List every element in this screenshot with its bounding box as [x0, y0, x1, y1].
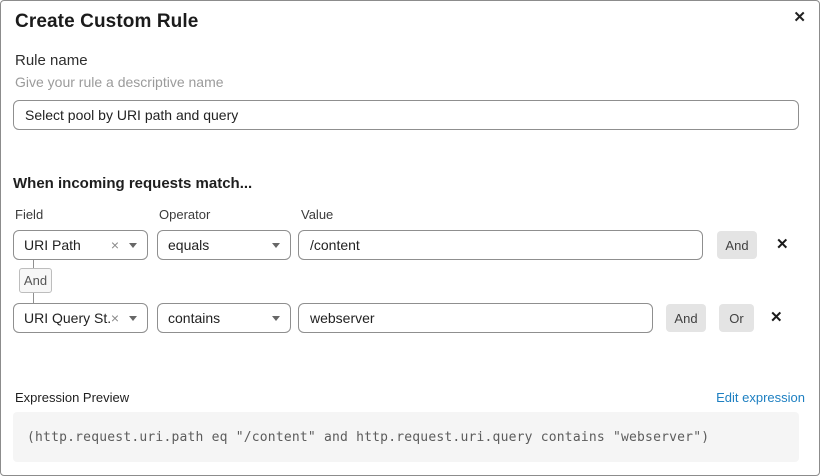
chevron-down-icon [129, 242, 137, 248]
and-connector-badge: And [19, 268, 52, 293]
operator-select-row2[interactable]: contains [157, 303, 291, 333]
clear-icon[interactable]: × [110, 237, 119, 253]
field-select-row2[interactable]: URI Query St... × [13, 303, 148, 333]
value-input-row1[interactable] [298, 230, 703, 260]
field-select-row1-value: URI Path [24, 237, 81, 253]
operator-select-row2-value: contains [168, 310, 221, 326]
or-button-row2[interactable]: Or [719, 304, 754, 332]
rule-name-hint: Give your rule a descriptive name [15, 74, 224, 90]
close-icon[interactable]: ✕ [793, 9, 806, 26]
field-column-label: Field [15, 207, 44, 222]
chevron-down-icon [129, 315, 137, 321]
match-heading: When incoming requests match... [13, 175, 253, 192]
operator-select-row1-value: equals [168, 237, 210, 253]
chevron-down-icon [272, 315, 280, 321]
expression-preview-label: Expression Preview [15, 390, 130, 405]
delete-row1-icon[interactable]: ✕ [776, 236, 789, 253]
field-select-row2-value: URI Query St... [24, 310, 111, 326]
rule-name-input[interactable] [13, 100, 799, 130]
rule-name-label: Rule name [15, 52, 88, 69]
clear-icon[interactable]: × [110, 310, 119, 326]
operator-select-row1[interactable]: equals [157, 230, 291, 260]
operator-column-label: Operator [159, 207, 211, 222]
chevron-down-icon [272, 242, 280, 248]
edit-expression-link[interactable]: Edit expression [716, 390, 805, 405]
field-select-row1[interactable]: URI Path × [13, 230, 148, 260]
delete-row2-icon[interactable]: ✕ [770, 309, 783, 326]
expression-preview-box: (http.request.uri.path eq "/content" and… [13, 412, 799, 462]
page-title: Create Custom Rule [15, 11, 199, 32]
and-button-row1[interactable]: And [717, 231, 757, 259]
value-input-row2[interactable] [298, 303, 653, 333]
expression-preview-code: (http.request.uri.path eq "/content" and… [27, 429, 710, 445]
and-button-row2[interactable]: And [666, 304, 706, 332]
value-column-label: Value [301, 207, 334, 222]
